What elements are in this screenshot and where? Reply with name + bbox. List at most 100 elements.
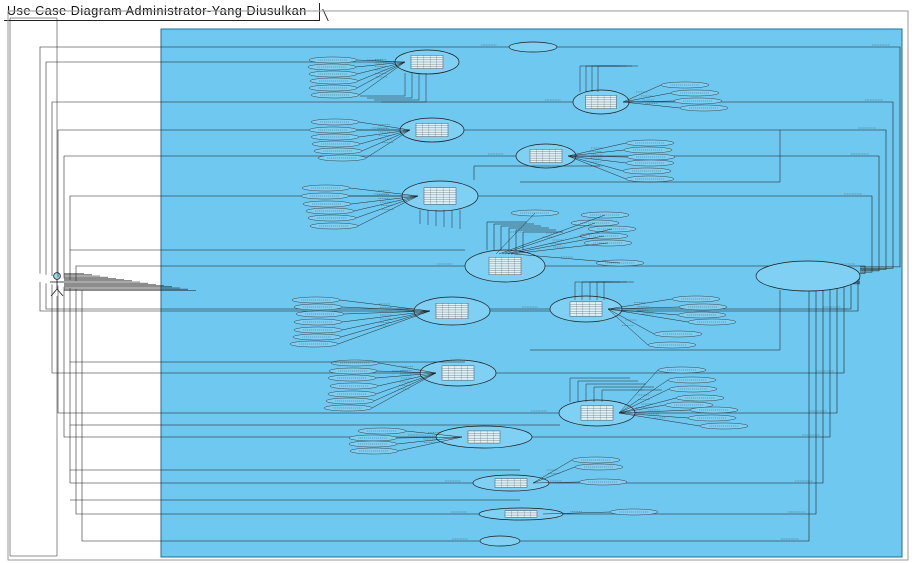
extend-relationship-line bbox=[607, 308, 655, 335]
right-association-line bbox=[478, 195, 873, 273]
extension-use-case[interactable] bbox=[309, 77, 359, 85]
extension-use-case[interactable] bbox=[309, 222, 359, 230]
extension-use-case[interactable] bbox=[307, 63, 357, 71]
extension-use-case[interactable] bbox=[571, 456, 621, 464]
system-boundary bbox=[160, 28, 903, 558]
extension-use-case[interactable] bbox=[313, 147, 363, 155]
extension-use-case[interactable] bbox=[625, 139, 675, 147]
use-case[interactable] bbox=[549, 295, 623, 323]
extend-relationship-line bbox=[622, 100, 675, 103]
extension-use-case[interactable] bbox=[308, 70, 358, 78]
extension-use-case[interactable] bbox=[687, 318, 737, 326]
extension-use-case[interactable] bbox=[667, 376, 717, 384]
use-case[interactable] bbox=[515, 143, 577, 169]
extension-use-case[interactable] bbox=[302, 200, 352, 208]
use-case[interactable] bbox=[419, 359, 497, 387]
extension-use-case[interactable] bbox=[623, 146, 673, 154]
extension-use-case[interactable] bbox=[660, 81, 710, 89]
use-case[interactable] bbox=[572, 89, 630, 115]
use-case[interactable] bbox=[479, 535, 521, 547]
use-case[interactable] bbox=[394, 49, 460, 75]
extension-use-case[interactable] bbox=[301, 184, 351, 192]
extension-use-case[interactable] bbox=[329, 382, 379, 390]
extension-use-case[interactable] bbox=[327, 374, 377, 382]
use-case-detail-box bbox=[435, 303, 469, 319]
extension-use-case[interactable] bbox=[578, 478, 628, 486]
extension-use-case[interactable] bbox=[305, 207, 355, 215]
use-case[interactable] bbox=[478, 507, 564, 521]
extend-relationship-line bbox=[513, 253, 621, 264]
use-case[interactable] bbox=[413, 296, 491, 326]
extension-use-case[interactable] bbox=[357, 427, 407, 435]
extension-use-case[interactable] bbox=[308, 126, 358, 134]
administrator-actor[interactable] bbox=[50, 272, 64, 297]
extension-use-case[interactable] bbox=[653, 330, 703, 338]
extension-use-case[interactable] bbox=[689, 406, 739, 414]
extension-use-case[interactable] bbox=[310, 133, 360, 141]
extension-use-case[interactable] bbox=[626, 153, 676, 161]
extension-use-case[interactable] bbox=[291, 296, 341, 304]
extension-use-case[interactable] bbox=[289, 340, 339, 348]
extension-use-case[interactable] bbox=[679, 104, 729, 112]
extension-use-case[interactable] bbox=[310, 118, 360, 126]
actor-associations bbox=[9, 17, 573, 557]
use-case[interactable] bbox=[558, 399, 636, 427]
use-case[interactable] bbox=[435, 425, 533, 449]
extension-use-case[interactable] bbox=[687, 414, 737, 422]
extension-use-case[interactable] bbox=[349, 447, 399, 455]
extension-use-case[interactable] bbox=[293, 303, 343, 311]
use-case[interactable] bbox=[464, 249, 546, 283]
extension-use-case[interactable] bbox=[625, 159, 675, 167]
extension-use-case[interactable] bbox=[311, 140, 361, 148]
extension-use-case[interactable] bbox=[668, 385, 718, 393]
extension-use-case[interactable] bbox=[670, 89, 720, 97]
extension-use-case[interactable] bbox=[323, 404, 373, 412]
extension-use-case[interactable] bbox=[673, 97, 723, 105]
extend-relationship-line bbox=[350, 195, 419, 205]
extend-relationship-line bbox=[532, 459, 573, 484]
use-case[interactable] bbox=[508, 41, 558, 53]
extension-use-case[interactable] bbox=[622, 167, 672, 175]
extension-use-case[interactable] bbox=[348, 440, 398, 448]
extension-use-case[interactable] bbox=[317, 154, 367, 162]
extension-use-case[interactable] bbox=[310, 91, 360, 99]
extension-use-case[interactable] bbox=[328, 367, 378, 375]
extension-use-case[interactable] bbox=[609, 508, 659, 516]
actor-association-line bbox=[39, 282, 414, 312]
extension-use-case[interactable] bbox=[677, 311, 727, 319]
include-connector bbox=[597, 65, 638, 92]
extension-use-case[interactable] bbox=[308, 84, 358, 92]
extension-use-case[interactable] bbox=[307, 214, 357, 222]
extension-use-case[interactable] bbox=[327, 390, 377, 398]
extension-use-case[interactable] bbox=[574, 463, 624, 471]
extension-use-case[interactable] bbox=[292, 333, 342, 341]
extension-use-case[interactable] bbox=[293, 318, 343, 326]
extension-use-case[interactable] bbox=[308, 56, 358, 64]
extend-relationship-line bbox=[358, 121, 411, 131]
extension-use-case[interactable] bbox=[657, 366, 707, 374]
extension-use-case[interactable] bbox=[330, 359, 380, 367]
extension-use-case[interactable] bbox=[647, 341, 697, 349]
extension-use-case[interactable] bbox=[348, 434, 398, 442]
extension-use-case[interactable] bbox=[295, 310, 345, 318]
actor-association-line bbox=[69, 195, 402, 280]
extension-use-case[interactable] bbox=[675, 394, 725, 402]
use-case[interactable] bbox=[401, 180, 479, 212]
use-case-ellipse bbox=[479, 535, 521, 547]
use-case[interactable] bbox=[399, 117, 465, 143]
extend-relationship-line bbox=[607, 308, 649, 346]
extension-use-case[interactable] bbox=[300, 192, 350, 200]
extend-relationship-line bbox=[607, 306, 680, 310]
extension-use-case[interactable] bbox=[625, 175, 675, 183]
extension-use-case[interactable] bbox=[325, 397, 375, 405]
extension-use-case[interactable] bbox=[671, 295, 721, 303]
use-case[interactable] bbox=[755, 260, 861, 292]
use-case[interactable] bbox=[472, 474, 550, 492]
include-connector bbox=[381, 73, 427, 103]
extension-use-case[interactable] bbox=[678, 303, 728, 311]
right-association-line bbox=[629, 101, 894, 269]
extension-use-case[interactable] bbox=[293, 326, 343, 334]
actor-outer-loop bbox=[9, 17, 58, 557]
extension-use-case[interactable] bbox=[699, 422, 749, 430]
